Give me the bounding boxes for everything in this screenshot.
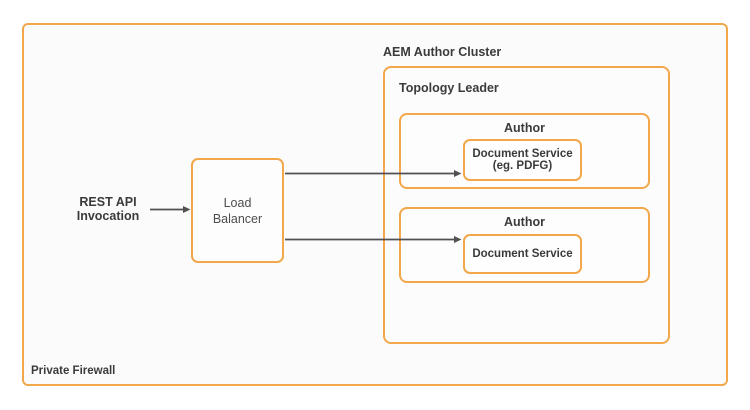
private-firewall-label: Private Firewall: [31, 365, 116, 377]
document-service-box-1: Document Service (eg. PDFG): [463, 139, 582, 181]
author-2-label: Author: [504, 215, 545, 229]
rest-api-line1: REST API: [79, 195, 137, 209]
document-service-2-line1: Document Service: [472, 248, 573, 260]
aem-author-cluster-box: [383, 66, 670, 344]
load-balancer-line2: Balancer: [212, 211, 263, 226]
rest-api-line2: Invocation: [76, 209, 140, 223]
load-balancer-line1: Load: [223, 195, 252, 210]
load-balancer-box: Load Balancer: [191, 158, 284, 263]
aem-author-cluster-label: AEM Author Cluster: [383, 45, 502, 59]
document-service-1-line2: (eg. PDFG): [492, 160, 553, 172]
author-1-label: Author: [504, 121, 545, 135]
rest-api-invocation-label: REST API Invocation: [64, 195, 152, 223]
document-service-1-line1: Document Service: [472, 148, 573, 160]
topology-leader-label: Topology Leader: [399, 81, 499, 95]
document-service-box-2: Document Service: [463, 234, 582, 274]
